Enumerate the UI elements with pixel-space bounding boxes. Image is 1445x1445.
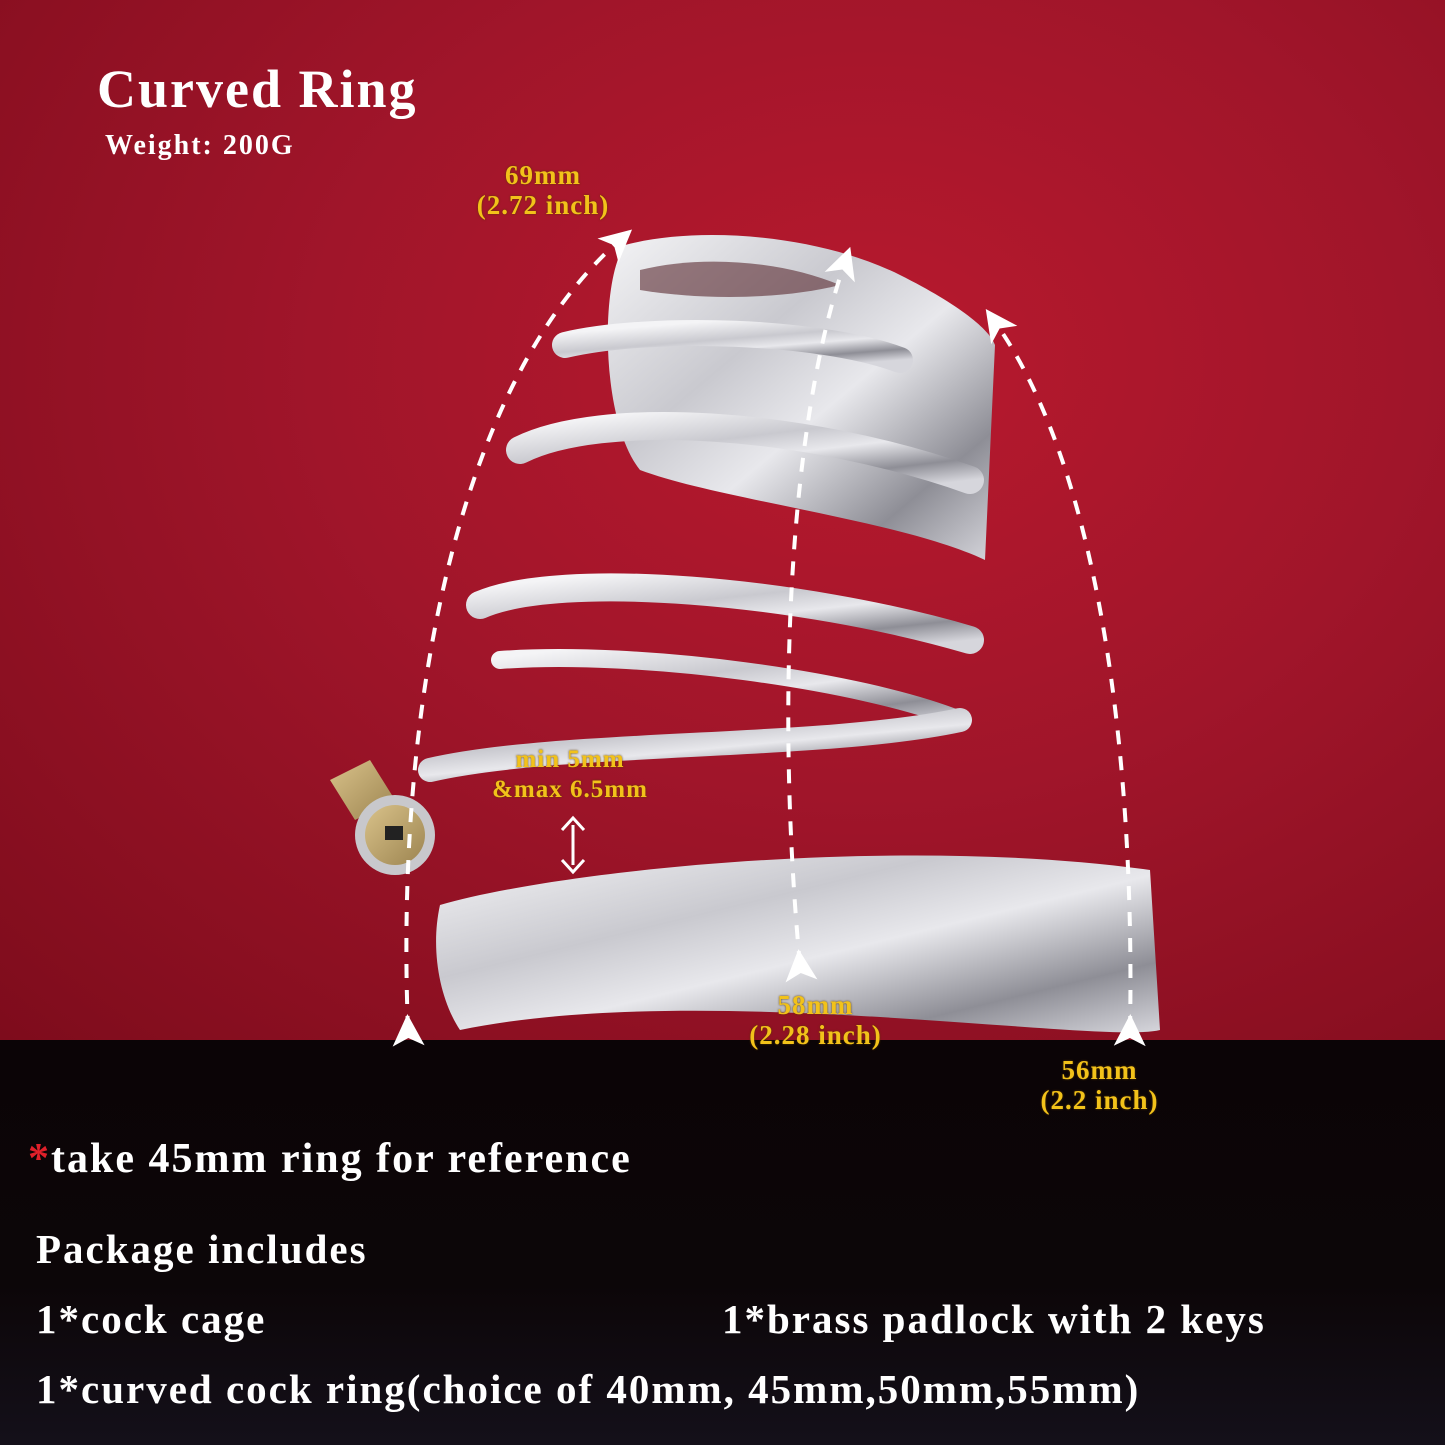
dimension-inch: (2.28 inch) bbox=[749, 1020, 882, 1050]
package-heading: Package includes bbox=[36, 1226, 368, 1272]
dimension-label-middle: 58mm (2.28 inch) bbox=[718, 990, 913, 1050]
package-item: 1*cock cage bbox=[36, 1296, 267, 1342]
gap-arrow-icon bbox=[560, 815, 586, 875]
dimension-mm: 58mm bbox=[777, 990, 854, 1020]
dimension-mm: 56mm bbox=[1061, 1055, 1138, 1085]
dimension-mm: 69mm bbox=[505, 160, 581, 190]
dimension-label-gap: min 5mm &max 6.5mm bbox=[455, 745, 685, 805]
package-item: 1*brass padlock with 2 keys bbox=[722, 1296, 1266, 1342]
dimension-inch: (2.2 inch) bbox=[1040, 1085, 1159, 1115]
reference-note-text: take 45mm ring for reference bbox=[51, 1136, 632, 1182]
cage-top-cap bbox=[607, 235, 995, 560]
info-panel bbox=[0, 1040, 1445, 1445]
dimension-label-top: 69mm (2.72 inch) bbox=[448, 160, 638, 220]
product-weight: Weight: 200G bbox=[105, 130, 295, 161]
gap-min: min 5mm bbox=[515, 746, 625, 773]
dimension-inch: (2.72 inch) bbox=[476, 190, 610, 220]
dimension-arrows bbox=[392, 229, 1146, 1047]
gap-max: &max 6.5mm bbox=[492, 776, 648, 803]
asterisk-icon: * bbox=[28, 1136, 51, 1182]
padlock-icon bbox=[330, 760, 435, 875]
reference-note: *take 45mm ring for reference bbox=[28, 1135, 632, 1183]
product-title: Curved Ring bbox=[97, 59, 418, 119]
package-item: 1*curved cock ring(choice of 40mm, 45mm,… bbox=[36, 1366, 1141, 1412]
dimension-label-back: 56mm (2.2 inch) bbox=[1012, 1055, 1187, 1115]
